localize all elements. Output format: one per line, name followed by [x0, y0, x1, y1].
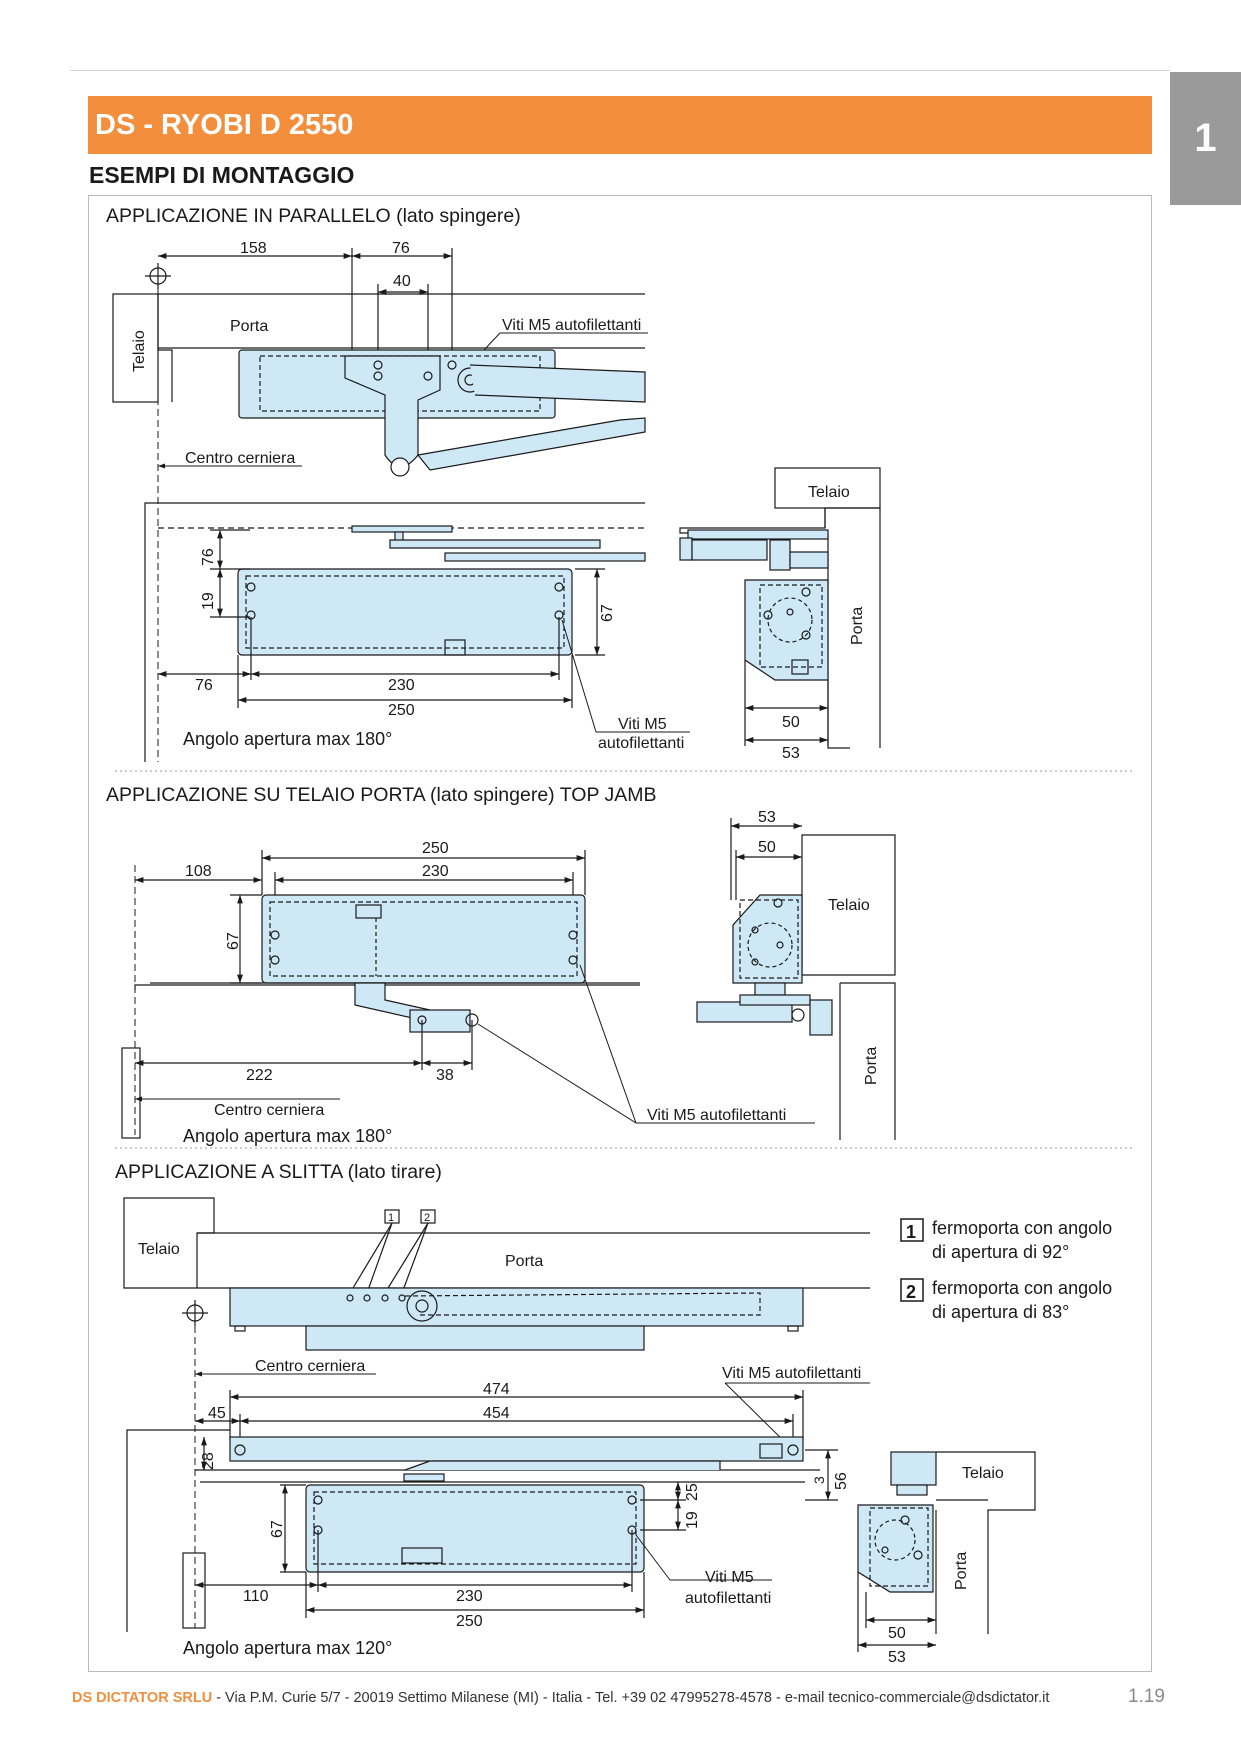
dim-230: 230	[456, 1588, 483, 1605]
page-title: DS - RYOBI D 2550	[95, 108, 354, 141]
label-viti-line1: Viti M5	[618, 716, 667, 733]
legend-1-line1: fermoporta con angolo	[932, 1218, 1112, 1238]
section-heading: ESEMPI DI MONTAGGIO	[89, 162, 355, 188]
label-telaio-side: Telaio	[808, 484, 850, 501]
legend-1-line2: di apertura di 92°	[932, 1242, 1069, 1262]
dim-25: 25	[684, 1483, 701, 1501]
dim-19: 19	[684, 1511, 701, 1529]
dim-53: 53	[782, 745, 800, 762]
label-porta: Porta	[863, 1047, 880, 1085]
chapter-tab: 1	[1170, 72, 1241, 205]
footer-company: DS DICTATOR SRLU	[72, 1690, 213, 1706]
dim-222: 222	[246, 1067, 273, 1084]
dim-250: 250	[388, 702, 415, 719]
label-viti-top: Viti M5 autofilettanti	[502, 317, 641, 334]
label-centro-cerniera: Centro cerniera	[214, 1102, 324, 1119]
dim-53: 53	[888, 1649, 906, 1666]
label-angle-1: Angolo apertura max 180°	[183, 729, 392, 749]
legend-1-num: 1	[906, 1222, 916, 1242]
dim-53: 53	[758, 809, 776, 826]
top-rule	[70, 70, 1170, 71]
dim-110: 110	[243, 1588, 269, 1605]
label-angle-2: Angolo apertura max 180°	[183, 1126, 392, 1146]
label-porta-side: Porta	[953, 1552, 970, 1590]
dim-454: 454	[483, 1405, 510, 1422]
dim-230: 230	[422, 863, 449, 880]
dim-19: 19	[200, 592, 217, 610]
dim-67: 67	[599, 604, 616, 622]
dim-67: 67	[225, 932, 242, 950]
diagram-parallel-heading: APPLICAZIONE IN PARALLELO (lato spingere…	[106, 205, 521, 227]
callout-1: 1	[388, 1212, 394, 1224]
legend-2-num: 2	[906, 1282, 916, 1302]
dim-50: 50	[782, 714, 800, 731]
footer: DS DICTATOR SRLU - Via P.M. Curie 5/7 - …	[72, 1686, 1172, 1707]
label-viti-line1: Viti M5	[705, 1569, 754, 1586]
legend-2-line1: fermoporta con angolo	[932, 1278, 1112, 1298]
dim-56: 56	[833, 1472, 850, 1490]
dim-67: 67	[269, 1520, 286, 1538]
label-porta-side: Porta	[849, 607, 866, 645]
dim-50: 50	[758, 839, 776, 856]
dim-76-top: 76	[392, 240, 410, 257]
title-bar: DS - RYOBI D 2550	[88, 96, 1152, 154]
label-telaio: Telaio	[828, 897, 870, 914]
diagram-topjamb: APPLICAZIONE SU TELAIO PORTA (lato sping…	[106, 784, 1135, 1149]
label-viti-top: Viti M5 autofilettanti	[722, 1365, 861, 1382]
diagram-parallel: APPLICAZIONE IN PARALLELO (lato spingere…	[106, 205, 1135, 772]
label-telaio: Telaio	[138, 1241, 180, 1258]
label-viti-line2: autofilettanti	[685, 1590, 771, 1607]
dim-40: 40	[393, 273, 411, 290]
diagram-slide: APPLICAZIONE A SLITTA (lato tirare) Tela…	[115, 1161, 1112, 1666]
callout-2: 2	[424, 1212, 430, 1224]
label-angle-3: Angolo apertura max 120°	[183, 1638, 392, 1658]
dim-76-h: 76	[195, 677, 213, 694]
chapter-number: 1	[1194, 116, 1217, 160]
label-viti: Viti M5 autofilettanti	[647, 1107, 786, 1124]
dim-250: 250	[422, 840, 449, 857]
dim-38: 38	[436, 1067, 454, 1084]
dim-3: 3	[811, 1476, 827, 1484]
dim-158: 158	[240, 240, 267, 257]
legend-2-line2: di apertura di 83°	[932, 1302, 1069, 1322]
dim-108: 108	[185, 863, 212, 880]
diagram-topjamb-heading: APPLICAZIONE SU TELAIO PORTA (lato sping…	[106, 784, 657, 806]
footer-text: - Via P.M. Curie 5/7 - 20019 Settimo Mil…	[212, 1690, 1050, 1706]
label-centro-cerniera: Centro cerniera	[255, 1358, 365, 1375]
label-telaio: Telaio	[131, 330, 148, 372]
label-telaio-side: Telaio	[962, 1465, 1004, 1482]
label-porta: Porta	[230, 318, 268, 335]
dim-76-v: 76	[200, 548, 217, 566]
diagram-frame	[88, 195, 1152, 1672]
label-porta: Porta	[505, 1253, 543, 1270]
page-number: 1.19	[1128, 1686, 1165, 1707]
label-viti-line2: autofilettanti	[598, 735, 684, 752]
dim-45: 45	[208, 1405, 226, 1422]
dim-50: 50	[888, 1625, 906, 1642]
dim-474: 474	[483, 1381, 510, 1398]
label-centro-cerniera: Centro cerniera	[185, 450, 295, 467]
dim-28: 28	[200, 1452, 217, 1470]
dim-250: 250	[456, 1613, 483, 1630]
dim-230: 230	[388, 677, 415, 694]
diagram-slide-heading: APPLICAZIONE A SLITTA (lato tirare)	[115, 1161, 442, 1183]
